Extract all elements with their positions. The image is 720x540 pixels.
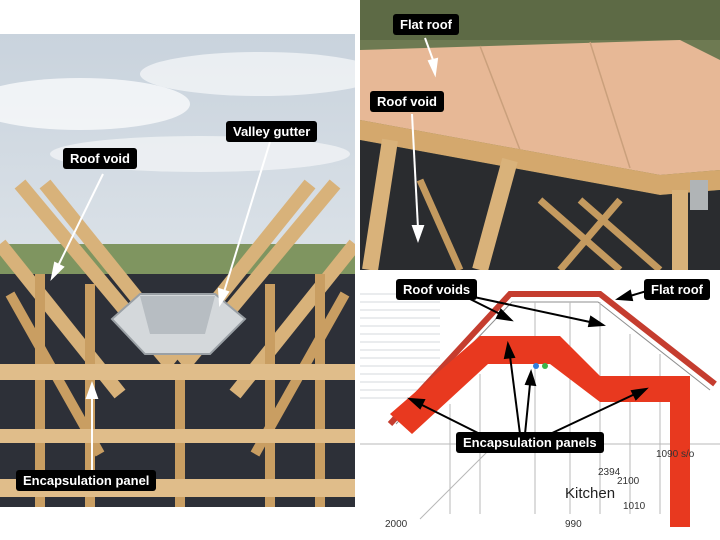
label-flat-roof: Flat roof <box>393 14 459 35</box>
label-encapsulation-panel: Encapsulation panel <box>16 470 157 491</box>
dim-1090: 1090 s/o <box>656 449 695 460</box>
left-photo: Roof void Valley gutter Encapsulation pa… <box>0 34 355 507</box>
section-drawing: 2394 2100 1090 s/o 1010 2000 990 Kitchen… <box>360 274 720 527</box>
section-drawing-svg: 2394 2100 1090 s/o 1010 2000 990 Kitchen <box>360 289 720 527</box>
label-valley-gutter: Valley gutter <box>226 121 318 142</box>
label-flat-roof-drawing: Flat roof <box>644 279 710 300</box>
room-kitchen: Kitchen <box>565 485 615 502</box>
left-photo-illustration <box>0 34 355 507</box>
dim-2394: 2394 <box>598 467 621 478</box>
dim-2000: 2000 <box>385 519 408 527</box>
dim-990: 990 <box>565 519 582 527</box>
label-roof-voids: Roof voids <box>396 279 478 300</box>
dim-2100: 2100 <box>617 476 640 487</box>
flat-roof-illustration <box>360 0 720 270</box>
label-roof-void-2: Roof void <box>370 91 444 112</box>
dim-1010: 1010 <box>623 501 646 512</box>
top-right-photo: Flat roof Roof void <box>360 0 720 270</box>
label-roof-void: Roof void <box>63 148 137 169</box>
label-encapsulation-panels: Encapsulation panels <box>456 432 604 453</box>
